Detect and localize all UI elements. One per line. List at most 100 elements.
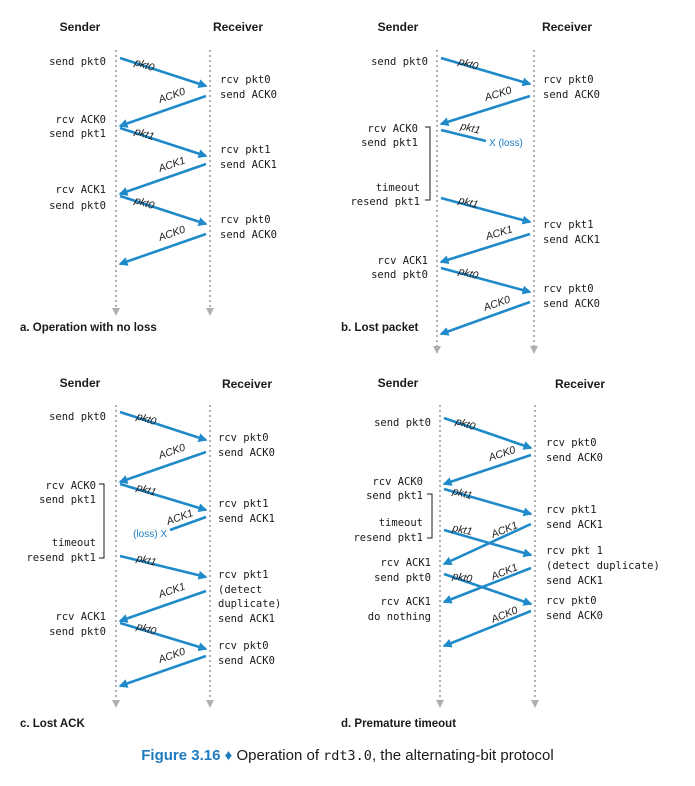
panel-d-sender-resend-pkt1: resend pkt1 [353, 532, 423, 544]
panel-a-sender-header: Sender [60, 20, 101, 34]
panel-b-receiver-timeline-arrow [530, 346, 538, 354]
panel-c-label-pkt0: pkt0 [134, 410, 158, 428]
panel-c-sender-send-pkt0: send pkt0 [49, 411, 106, 423]
panel-d-arrow-ack1 [442, 522, 532, 566]
panel-d-receiver-detect-duplicate: (detect duplicate) [546, 560, 660, 572]
panel-a-receiver-rcv-pkt0: rcv pkt0 [220, 74, 271, 86]
panel-a-caption: a. Operation with no loss [20, 322, 157, 334]
panel-c: Sender Receiver send pkt0 rcv ACK0 send … [20, 376, 281, 730]
panel-c-sender-resend-pkt1: resend pkt1 [26, 552, 96, 564]
panel-c-receiver-duplicate: duplicate) [218, 598, 281, 610]
panel-a-label-pkt0: pkt0 [132, 56, 156, 74]
panel-b-receiver-header: Receiver [542, 20, 592, 34]
panel-d-timeout-bracket [427, 493, 433, 539]
panel-a-sender-rcv-ack0: rcv ACK0 [55, 114, 106, 126]
panel-b-receiver-send-ack1: send ACK1 [543, 234, 600, 246]
panel-c-label-pkt0-2: pkt0 [134, 620, 158, 638]
panel-d-sender-rcv-ack1: rcv ACK1 [380, 557, 431, 569]
panel-c-timeout-bracket [99, 483, 105, 559]
panel-a-arrow-pkt0-2 [119, 194, 208, 226]
figure-text-before: Operation of [236, 747, 324, 764]
panel-c-sender-rcv-ack1: rcv ACK1 [55, 611, 106, 623]
panel-b-sender-rcv-ack0: rcv ACK0 [367, 123, 418, 135]
panel-d-label-pkt1-resend: pkt1 [450, 522, 473, 538]
panel-c-receiver-detect: (detect [218, 584, 262, 596]
panel-c-loss-label: (loss) X [133, 529, 167, 540]
panel-b-arrow-ack1 [439, 232, 531, 265]
panel-c-receiver-rcv-pkt1: rcv pkt1 [218, 498, 269, 510]
panel-b-arrow-pkt1-lost [440, 128, 487, 143]
panel-a-arrow-pkt0 [119, 56, 208, 88]
panel-b-receiver-rcv-pkt0: rcv pkt0 [543, 74, 594, 86]
panel-d-receiver-send-ack0-2: send ACK0 [546, 610, 603, 622]
panel-b-receiver-rcv-pkt0-2: rcv pkt0 [543, 283, 594, 295]
panel-d-arrow-ack1-2 [442, 566, 532, 604]
panel-d-sender-send-pkt0-2: send pkt0 [374, 572, 431, 584]
panel-b-caption: b. Lost packet [341, 322, 418, 334]
panel-b-timeout-bracket [425, 126, 431, 201]
figure-number: Figure 3.16 [141, 747, 221, 764]
panel-a-arrow-pkt1 [119, 126, 208, 158]
figure-separator: ♦ [224, 747, 233, 764]
panel-a-receiver-rcv-pkt0-2: rcv pkt0 [220, 214, 271, 226]
panel-c-sender-header: Sender [60, 376, 101, 390]
panel-b-arrow-pkt0-2 [440, 266, 532, 295]
panel-a-sender-send-pkt1: send pkt1 [49, 128, 106, 140]
panel-b-sender-send-pkt0-2: send pkt0 [371, 269, 428, 281]
panel-c-receiver-header: Receiver [222, 377, 272, 391]
panel-a-sender-rcv-ack1: rcv ACK1 [55, 184, 106, 196]
panel-a-arrow-ack0-2 [118, 232, 207, 266]
panel-b-sender-timeline-arrow [433, 346, 441, 354]
panel-a-arrow-ack1 [118, 162, 207, 196]
panel-a-sender-send-pkt0-2: send pkt0 [49, 200, 106, 212]
panel-b-sender-rcv-ack1: rcv ACK1 [377, 255, 428, 267]
panel-b-sender-send-pkt1: send pkt1 [361, 137, 418, 149]
panel-c-receiver-send-ack0-2: send ACK0 [218, 655, 275, 667]
panel-d-sender-send-pkt1: send pkt1 [366, 490, 423, 502]
panel-d-receiver-send-ack1-2: send ACK1 [546, 575, 603, 587]
panel-c-arrow-ack1-lost [169, 515, 207, 532]
panel-c-sender-timeout: timeout [52, 537, 96, 549]
panel-d: Sender Receiver send pkt0 rcv ACK0 send … [341, 376, 660, 730]
panel-a-receiver-header: Receiver [213, 20, 263, 34]
panel-b-loss-label: X (loss) [489, 138, 523, 149]
panel-d-arrow-pkt1 [443, 487, 533, 517]
panel-d-arrow-pkt1-resend [443, 528, 533, 558]
panel-d-sender-rcv-ack0: rcv ACK0 [372, 476, 423, 488]
panel-b-label-pkt1: pkt1 [458, 120, 481, 137]
panel-d-receiver-send-ack0: send ACK0 [546, 452, 603, 464]
panel-c-sender-timeline-arrow [112, 700, 120, 708]
figure-code: rdt3.0 [323, 748, 372, 764]
panel-d-receiver-rcv-pkt1: rcv pkt1 [546, 504, 597, 516]
panel-d-arrow-pkt0 [443, 416, 533, 450]
panel-d-sender-send-pkt0: send pkt0 [374, 417, 431, 429]
panel-b-label-pkt0: pkt0 [456, 55, 480, 73]
panel-c-arrow-ack0-2 [118, 654, 207, 688]
panel-c-receiver-rcv-pkt0: rcv pkt0 [218, 432, 269, 444]
panel-c-sender-rcv-ack0: rcv ACK0 [45, 480, 96, 492]
panel-b-receiver-send-ack0-2: send ACK0 [543, 298, 600, 310]
panel-a-receiver-send-ack0-2: send ACK0 [220, 229, 277, 241]
panel-b-label-pkt1-resend: pkt1 [456, 194, 479, 211]
panel-d-sender-header: Sender [378, 376, 419, 390]
panel-d-label-pkt1: pkt1 [450, 485, 473, 502]
panel-d-receiver-send-ack1: send ACK1 [546, 519, 603, 531]
panel-c-arrow-ack1 [118, 589, 207, 623]
panel-a-sender-timeline-arrow [112, 308, 120, 316]
panel-d-receiver-rcv-pkt0: rcv pkt0 [546, 437, 597, 449]
panel-d-receiver-timeline-arrow [531, 700, 539, 708]
panel-c-sender-send-pkt1: send pkt1 [39, 494, 96, 506]
panel-c-receiver-rcv-pkt1-2: rcv pkt1 [218, 569, 269, 581]
panel-d-sender-timeout: timeout [379, 517, 423, 529]
panel-c-receiver-rcv-pkt0-2: rcv pkt0 [218, 640, 269, 652]
panel-d-arrow-ack0 [442, 609, 532, 648]
panel-a-receiver-timeline-arrow [206, 308, 214, 316]
panel-d-receiver-rcv-pkt1-dup: rcv pkt 1 [546, 545, 603, 557]
panel-c-arrow-pkt1-resend [119, 554, 208, 580]
panel-c-receiver-send-ack1-2: send ACK1 [218, 613, 275, 625]
panel-b-arrow-pkt1-resend [440, 196, 532, 225]
panel-b-arrow-ack0-2 [439, 300, 531, 336]
panel-b-arrow-pkt0 [440, 56, 532, 87]
panel-a-receiver-send-ack1: send ACK1 [220, 159, 277, 171]
panel-d-label-pkt0-2: pkt0 [450, 570, 473, 585]
